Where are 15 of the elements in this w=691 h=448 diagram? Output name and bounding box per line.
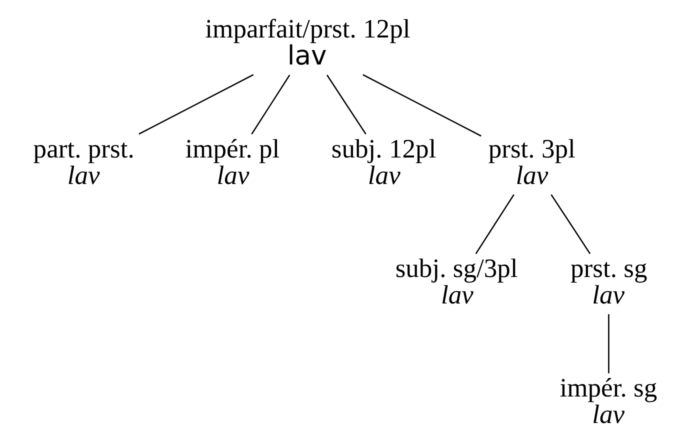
node-text: prst. sg lav [570, 252, 648, 310]
connector [608, 314, 610, 374]
connector [475, 194, 514, 254]
node-text: impér. sg lav [560, 372, 658, 429]
node-text: part. prst. lav [33, 133, 134, 190]
node-text: subj. sg/3pl lav [395, 252, 518, 310]
connector [362, 74, 482, 137]
node-text: subj. 12pl lav [331, 133, 436, 190]
node-text: prst. 3pl lav [488, 133, 576, 190]
connector [138, 74, 254, 135]
node-text: imparfait/prst. 12pl lav [205, 14, 410, 72]
connector [326, 74, 366, 135]
connector [550, 194, 591, 254]
connector [251, 74, 290, 135]
node-text: impér. pl lav [185, 133, 280, 190]
